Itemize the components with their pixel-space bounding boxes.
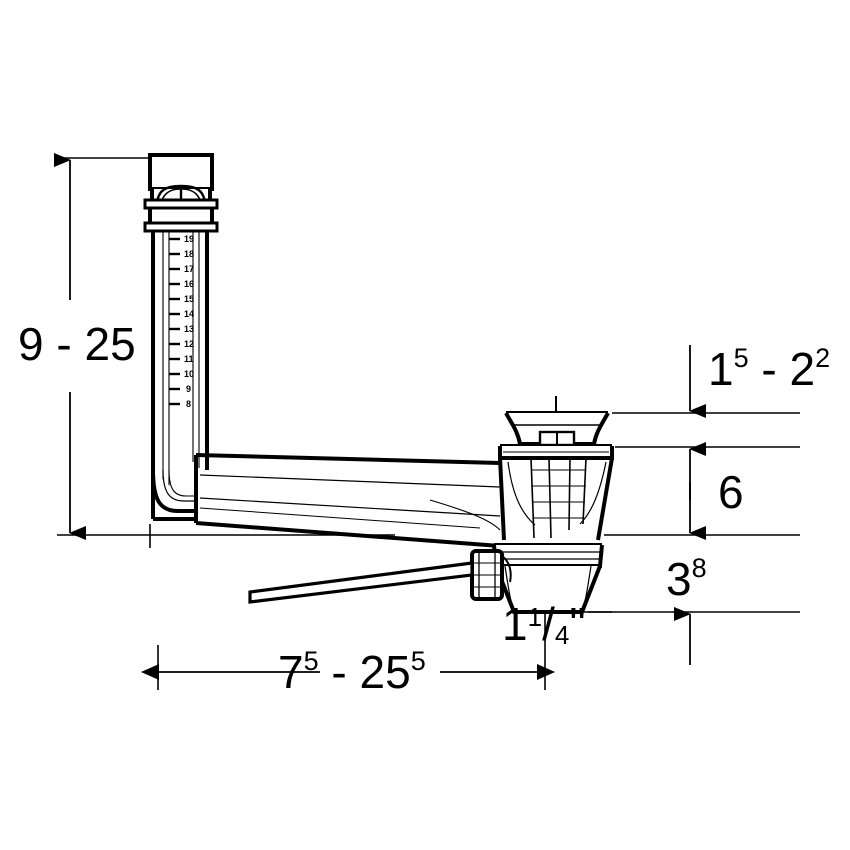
product-geometry: [143, 153, 614, 614]
scale-label: 18: [184, 249, 194, 259]
tube-top-cap: [148, 153, 214, 208]
elbow-bend: [151, 469, 196, 521]
dim-label-cap-height: 15 - 22: [708, 343, 830, 395]
scale-label: 11: [184, 354, 194, 364]
dim-value-sep: -: [44, 318, 85, 370]
dim-label-tube-height: 9 - 25: [18, 318, 136, 370]
scale-label: 14: [184, 309, 194, 319]
dim-value-base: 7: [278, 646, 304, 698]
dimension-lines: [54, 153, 800, 690]
dim-value-base: 9: [18, 318, 44, 370]
dim-value-base2: 25: [360, 646, 411, 698]
dim-label-horizontal-reach: 75 - 255: [278, 646, 426, 698]
thread-denominator: 4: [555, 620, 569, 650]
trap-body: [498, 444, 614, 541]
telescopic-tube-scale: [169, 237, 180, 406]
dim-value-sep: -: [749, 343, 790, 395]
dim-value-sup2: 2: [815, 343, 830, 373]
dim-value-sup: 5: [734, 343, 749, 373]
scale-number-group: 19 18 17 16 15 14 13 12 11 10 9 8: [184, 234, 194, 409]
scale-label: 10: [184, 369, 194, 379]
dim-label-outlet-thread: 11/4": [502, 598, 586, 650]
scale-label: 12: [184, 339, 194, 349]
dim-value-base2: 25: [84, 318, 135, 370]
scale-label: 13: [184, 324, 194, 334]
scale-label: 17: [184, 264, 194, 274]
tube-collar-nut: [143, 198, 219, 233]
thread-slash: /: [542, 598, 555, 650]
thread-numerator: 1: [528, 602, 542, 632]
scale-label: 16: [184, 279, 194, 289]
dim-value-base: 6: [718, 466, 744, 518]
dim-label-trap-height: 6: [718, 466, 744, 518]
dim-value-base: 3: [666, 553, 692, 605]
pull-rod: [248, 561, 474, 604]
dim-value-sup2: 5: [411, 646, 426, 676]
dim-value-sep: -: [319, 646, 360, 698]
dim-value-sup: 5: [304, 646, 319, 676]
dim-value-base2: 2: [790, 343, 816, 395]
scale-label: 19: [184, 234, 194, 244]
dim-label-outlet-drop: 38: [666, 553, 707, 605]
thread-whole: 1: [502, 598, 528, 650]
scale-label: 9: [186, 384, 191, 394]
outlet-spigot: [492, 543, 604, 614]
rod-nut: [470, 549, 512, 601]
dim-value-sup: 8: [692, 553, 707, 583]
thread-unit-mark: ": [569, 598, 585, 650]
scale-label: 15: [184, 294, 194, 304]
dim-value-base: 1: [708, 343, 734, 395]
scale-label: 8: [186, 399, 191, 409]
